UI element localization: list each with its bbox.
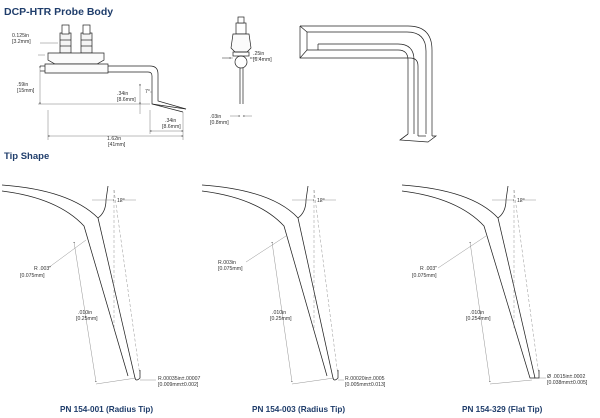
end-view-dimensions	[222, 57, 260, 117]
side-view-labels: 0.125in [3.2mm] .59in [15mm] .34in [8.6m…	[12, 33, 181, 148]
tip-2-length-2: [0.25mm]	[270, 316, 292, 322]
side-view-dimensions	[38, 42, 184, 140]
tip-2-length-1: .010in	[272, 310, 286, 316]
tip-2-radius-1: R.003in	[218, 260, 236, 266]
tip-rise-label-2: [8.6mm]	[117, 97, 136, 103]
tip-2-end-1: R.00020in±.0005	[345, 376, 385, 382]
tip-1-angle: 12°	[117, 198, 125, 204]
tip-3-dimensions	[437, 189, 546, 385]
tip-shape-title: Tip Shape	[4, 151, 50, 162]
tip-2-radius-2: [0.075mm]	[218, 266, 243, 272]
tip-rise-label-1: .34in	[117, 91, 128, 97]
tip-2-dimensions	[245, 189, 344, 385]
pin-dia-label-2: [3.2mm]	[12, 39, 31, 45]
total-len-label-2: [41mm]	[108, 142, 126, 148]
tip-2-drawing	[201, 184, 339, 381]
tip-3-caption: PN 154-329 (Flat Tip)	[462, 405, 543, 414]
tip-1-end-1: R.00035in±.00007	[158, 376, 200, 382]
tip-3-radius-2: [0.075mm]	[412, 273, 437, 279]
tip-1-dimensions	[47, 189, 156, 385]
body-height-label-2: [15mm]	[17, 88, 35, 94]
tip-len-label-2: [8.6mm]	[162, 124, 181, 130]
end-view-labels: .25in [6.4mm] .03in [0.8mm]	[210, 51, 272, 126]
tip-len-label-1: .34in	[165, 118, 176, 124]
end-width-label-2: [6.4mm]	[253, 57, 272, 63]
tip-2-labels: 12° R.003in [0.075mm] .010in [0.25mm] R.…	[218, 198, 386, 414]
tip-2-caption: PN 154-003 (Radius Tip)	[252, 405, 345, 414]
tip-1-radius-1: R .003"	[34, 266, 51, 272]
tip-3-angle: 12°	[517, 198, 525, 204]
tip-2-angle: 12°	[317, 198, 325, 204]
tip-1-labels: 12° R .003" [0.075mm] .010in [0.25mm] R.…	[20, 198, 200, 414]
tip-1-length-1: .010in	[78, 310, 92, 316]
tip-1-end-2: [0.009mm±0.002]	[158, 382, 199, 388]
total-len-label-1: 1.62in	[107, 136, 121, 142]
tip-1-radius-2: [0.075mm]	[20, 273, 45, 279]
end-view-drawing	[230, 16, 252, 104]
tip-3-length-2: [0.254mm]	[466, 316, 491, 322]
tip-1-length-2: [0.25mm]	[76, 316, 98, 322]
tip-1-caption: PN 154-001 (Radius Tip)	[60, 405, 153, 414]
tip-3-end-1: Ø .0015in±.0002	[547, 374, 585, 380]
tip-width-label-1: .03in	[210, 114, 221, 120]
end-width-label-1: .25in	[253, 51, 264, 57]
body-height-label-1: .59in	[17, 82, 28, 88]
tip-3-labels: 12° R .003" [0.075mm] .010in [0.254mm] Ø…	[412, 198, 588, 414]
isometric-view-drawing	[299, 25, 438, 143]
tip-3-drawing	[401, 184, 540, 379]
tip-3-radius-1: R .003"	[420, 266, 437, 272]
tip-3-length-1: .010in	[470, 310, 484, 316]
pin-dia-label-1: 0.125in	[12, 33, 29, 39]
tip-width-label-2: [0.8mm]	[210, 120, 229, 126]
side-view-drawing	[40, 24, 187, 113]
tip-2-end-2: [0.005mm±0.013]	[345, 382, 386, 388]
probe-body-title: DCP-HTR Probe Body	[4, 6, 114, 18]
angle-label: 7°	[145, 89, 150, 95]
tip-1-drawing	[1, 184, 141, 381]
tip-3-end-2: [0.038mm±0.005]	[547, 380, 588, 386]
